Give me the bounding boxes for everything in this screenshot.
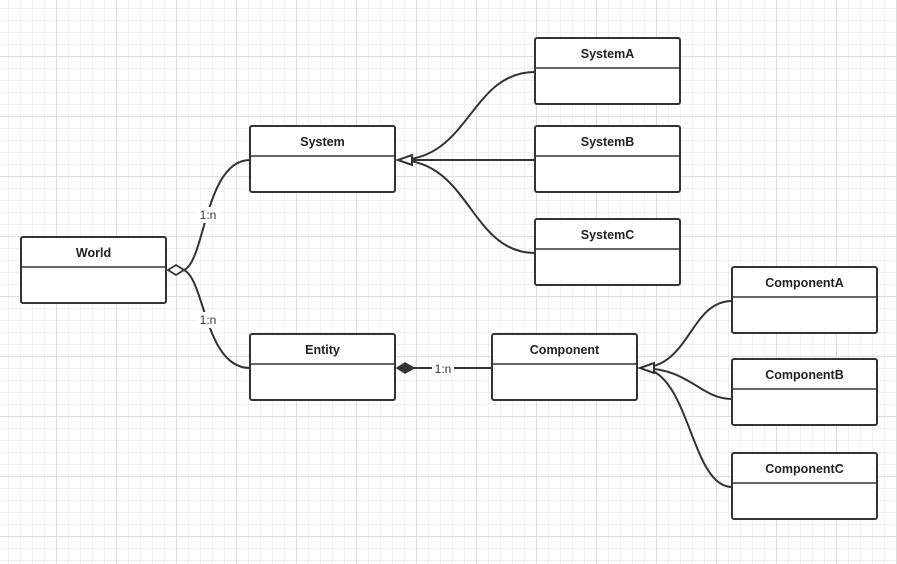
class-name-component: Component [530, 343, 600, 357]
class-componenta[interactable]: ComponentA [731, 266, 878, 334]
inheritance-arrow-system [395, 153, 413, 167]
composition-diamond-entity [395, 362, 416, 374]
aggregation-diamond-world [166, 263, 186, 277]
class-name-componenta: ComponentA [765, 276, 843, 290]
class-name-componentc: ComponentC [765, 462, 843, 476]
edge-componentc-to-component [639, 367, 733, 488]
class-name-systemb: SystemB [581, 135, 635, 149]
class-componentb[interactable]: ComponentB [731, 358, 878, 426]
class-name-systemc: SystemC [581, 228, 635, 242]
class-componentc[interactable]: ComponentC [731, 452, 878, 520]
class-name-componentb: ComponentB [765, 368, 843, 382]
edge-componenta-to-component [639, 300, 733, 369]
class-systemc[interactable]: SystemC [534, 218, 681, 286]
multiplicity-world-system: 1:n [200, 208, 217, 222]
edge-systema-to-system [397, 71, 536, 161]
class-system[interactable]: System [249, 125, 396, 193]
class-systema[interactable]: SystemA [534, 37, 681, 105]
class-name-systema: SystemA [581, 47, 635, 61]
class-name-system: System [300, 135, 344, 149]
class-component[interactable]: Component [491, 333, 638, 401]
edge-systemc-to-system [397, 159, 536, 254]
class-world[interactable]: World [20, 236, 167, 304]
class-name-entity: Entity [305, 343, 340, 357]
class-name-world: World [76, 246, 111, 260]
multiplicity-entity-component: 1:n [435, 362, 452, 376]
multiplicity-world-entity: 1:n [200, 313, 217, 327]
class-entity[interactable]: Entity [249, 333, 396, 401]
inheritance-arrow-component [637, 361, 655, 375]
class-systemb[interactable]: SystemB [534, 125, 681, 193]
